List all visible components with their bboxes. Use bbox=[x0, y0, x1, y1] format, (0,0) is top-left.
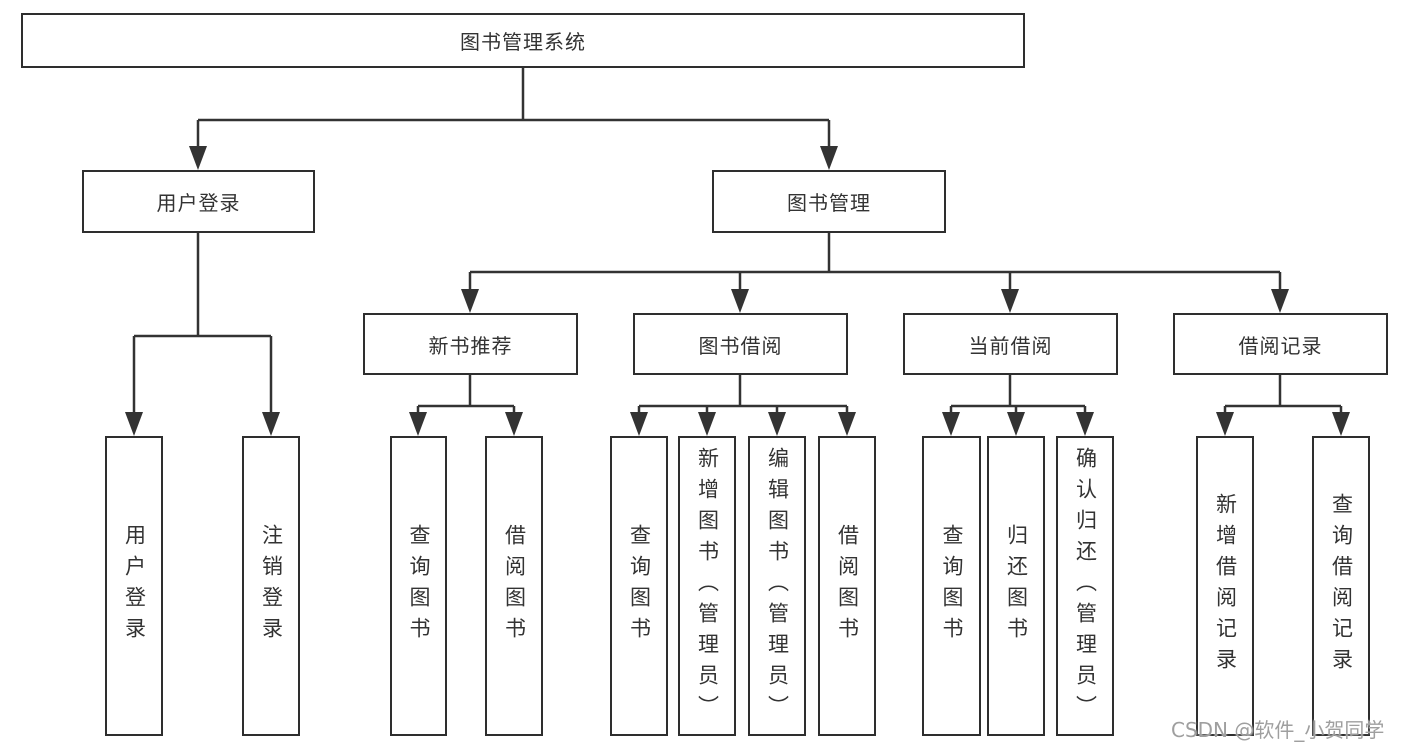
leaf-query-book-current: 查询图书 bbox=[922, 436, 981, 736]
node-user-login: 用户登录 bbox=[82, 170, 315, 233]
leaf-return-book: 归还图书 bbox=[987, 436, 1045, 736]
leaf-add-book-admin: 新增图书（管理员） bbox=[678, 436, 736, 736]
leaf-query-book-borrow: 查询图书 bbox=[610, 436, 668, 736]
connector-new-book-rec-children bbox=[409, 375, 523, 436]
watermark: CSDN @软件_小贺同学 bbox=[1171, 718, 1385, 742]
node-new-book-recommend: 新书推荐 bbox=[363, 313, 578, 375]
leaf-query-borrow-record: 查询借阅记录 bbox=[1312, 436, 1370, 736]
connector-book-mgmt-children bbox=[461, 233, 1289, 313]
connector-current-borrow-children bbox=[942, 375, 1094, 436]
connector-user-login-children bbox=[125, 233, 280, 436]
leaf-edit-book-admin: 编辑图书（管理员） bbox=[748, 436, 806, 736]
leaf-add-borrow-record: 新增借阅记录 bbox=[1196, 436, 1254, 736]
node-root: 图书管理系统 bbox=[21, 13, 1025, 68]
connector-borrow-record-children bbox=[1216, 375, 1350, 436]
leaf-confirm-return-admin: 确认归还（管理员） bbox=[1056, 436, 1114, 736]
leaf-user-login: 用户登录 bbox=[105, 436, 163, 736]
node-book-borrow: 图书借阅 bbox=[633, 313, 848, 375]
connector-root-to-level2 bbox=[189, 68, 838, 170]
node-current-borrow: 当前借阅 bbox=[903, 313, 1118, 375]
leaf-borrow-book: 借阅图书 bbox=[818, 436, 876, 736]
leaf-logout: 注销登录 bbox=[242, 436, 300, 736]
leaf-borrow-book-recommend: 借阅图书 bbox=[485, 436, 543, 736]
node-book-management: 图书管理 bbox=[712, 170, 946, 233]
node-borrow-record: 借阅记录 bbox=[1173, 313, 1388, 375]
connector-book-borrow-children bbox=[630, 375, 856, 436]
leaf-query-book-recommend: 查询图书 bbox=[390, 436, 447, 736]
